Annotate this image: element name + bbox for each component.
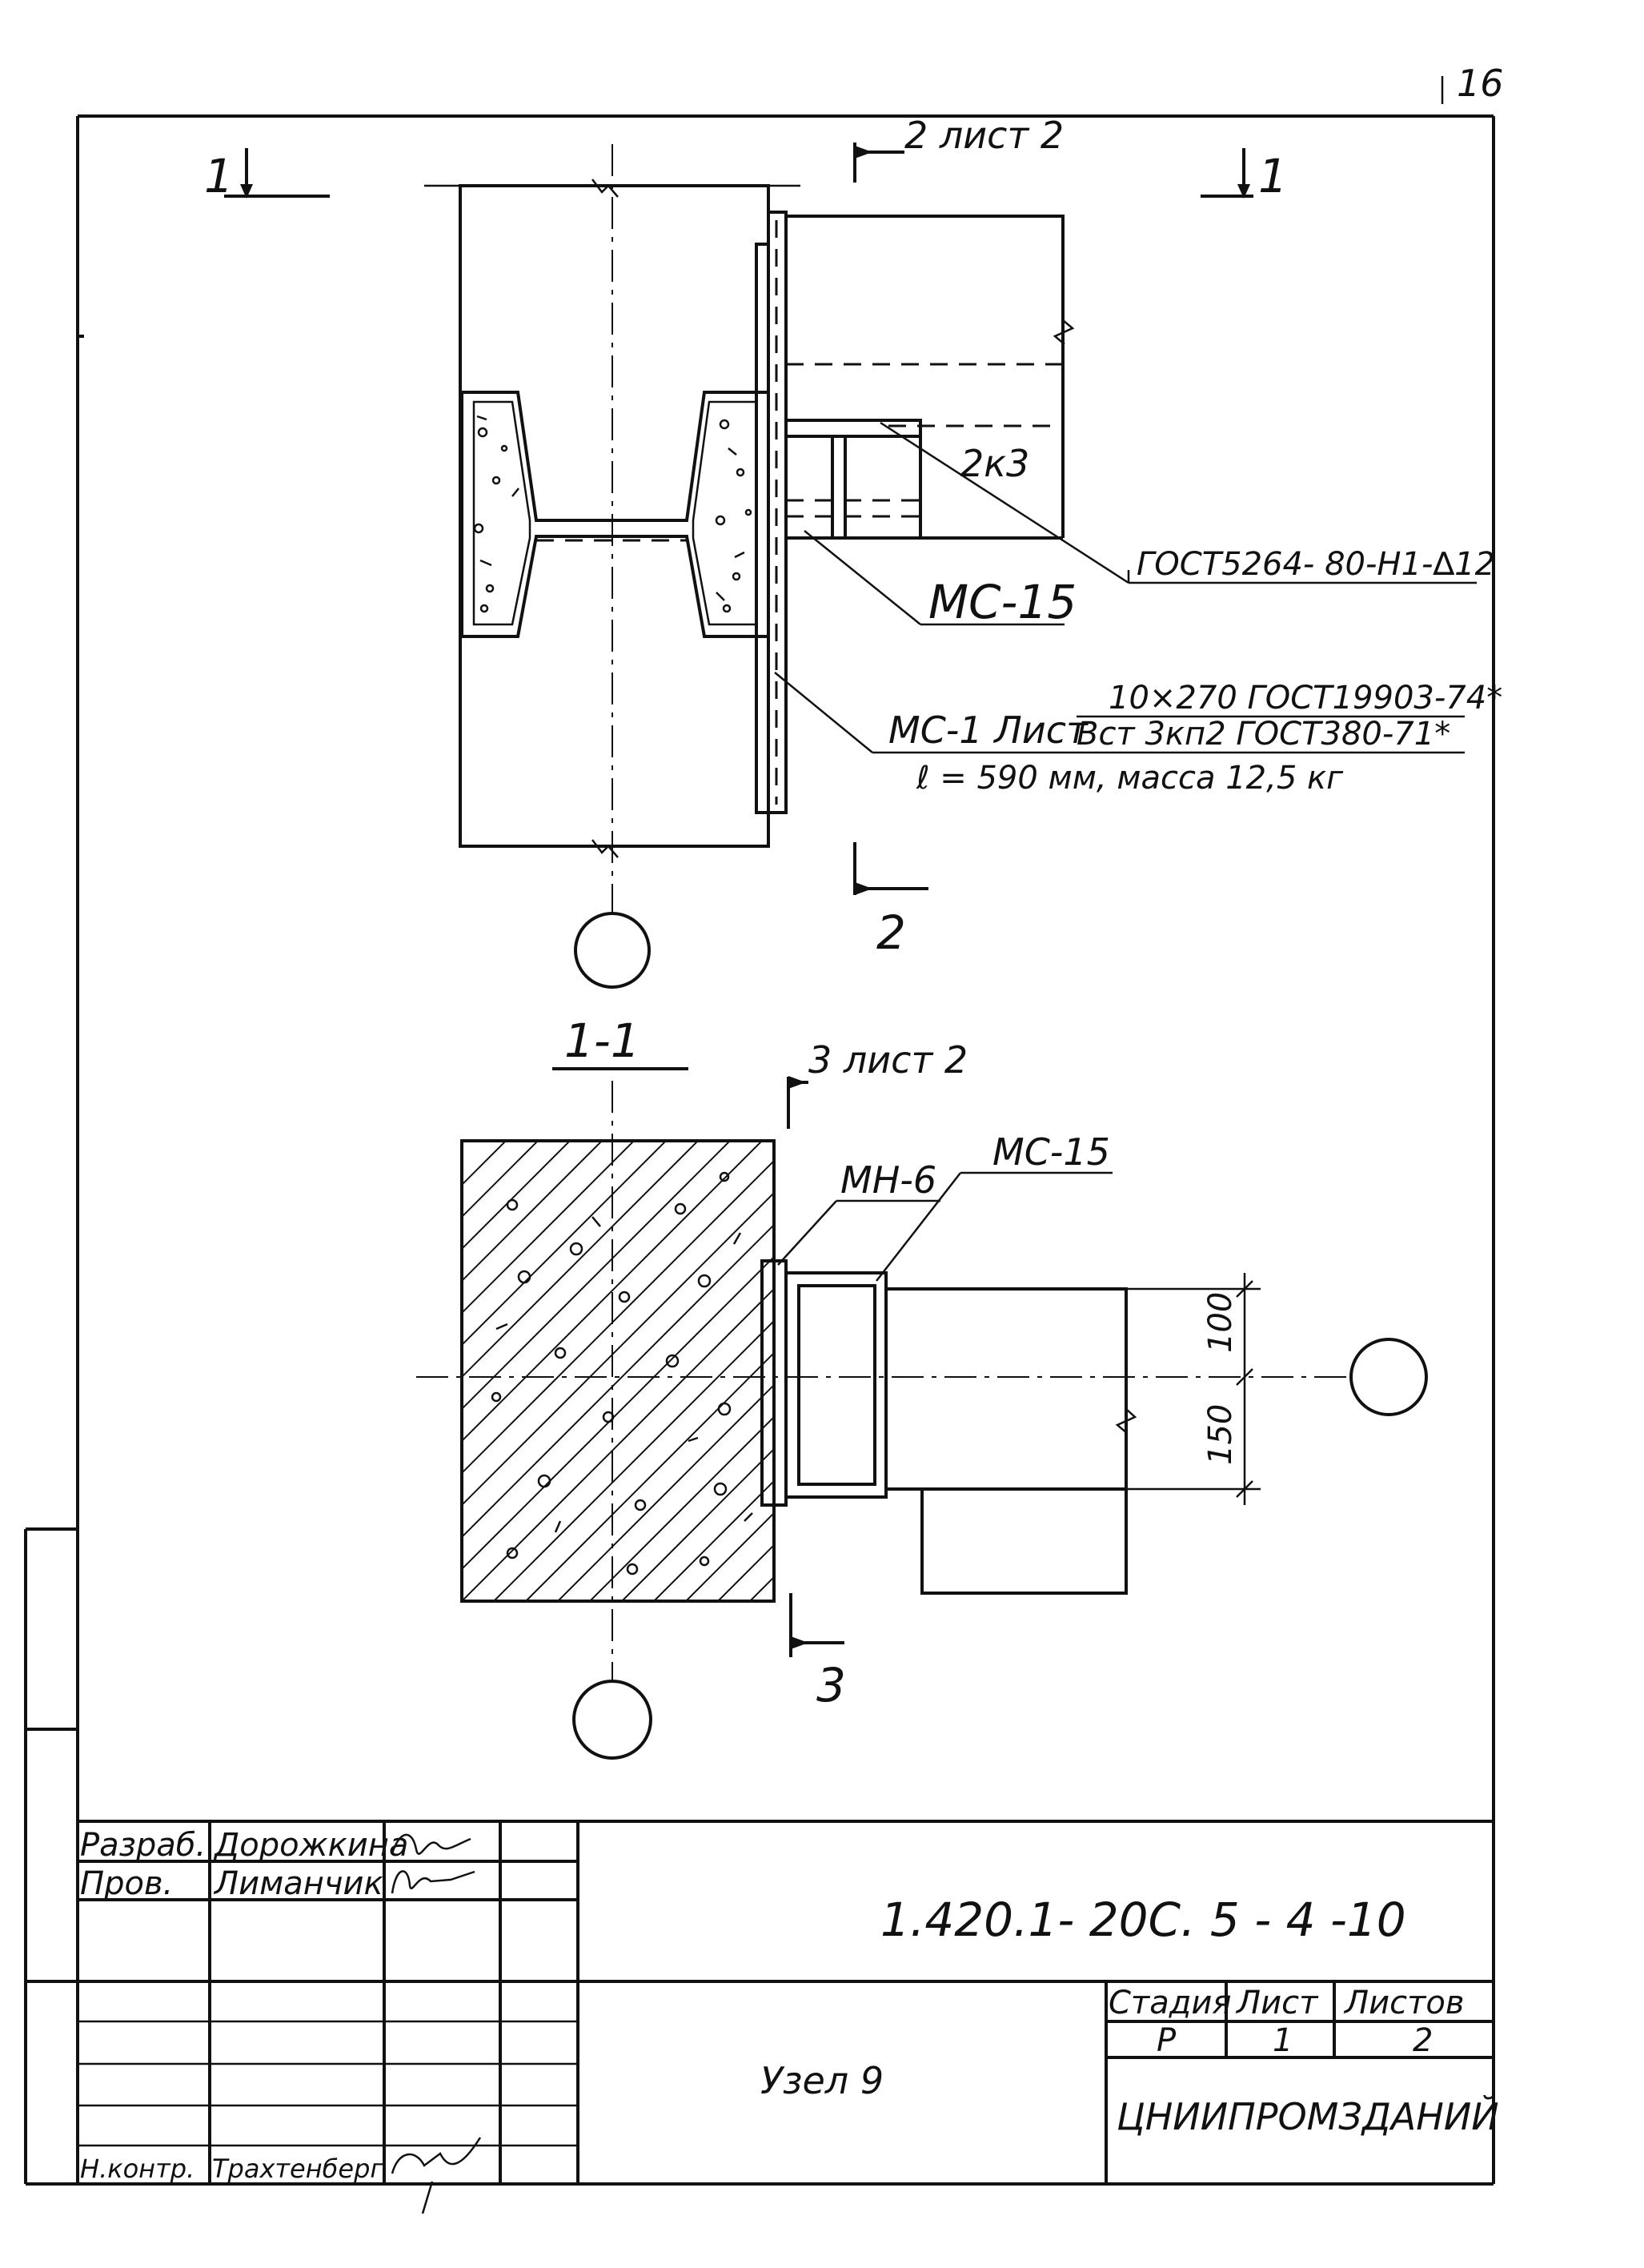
- name-norm: Трахтенберг: [212, 2154, 383, 2184]
- mn6-label: МН-6: [840, 1158, 936, 1202]
- weld-label: 2к3: [960, 442, 1029, 485]
- signature-check: [391, 1870, 475, 1894]
- signature-norm: [391, 2137, 482, 2214]
- stage-value: Р: [1157, 2022, 1177, 2059]
- organization: ЦНИИПРОМЗДАНИЙ: [1117, 2095, 1499, 2138]
- sheet-spec-bottom: Вст 3кп2 ГОСТ380-71*: [1077, 716, 1450, 753]
- section-mark-1-left-label: 1: [204, 149, 234, 203]
- section-mark-3-bottom-label: 3: [816, 1658, 846, 1712]
- plate-mn6-face: [772, 1259, 788, 1507]
- doc-code: 1.420.1- 20С. 5 - 4 -10: [880, 1893, 1406, 1947]
- sheet-value: 1: [1273, 2022, 1293, 2059]
- dimension-lines: 100 150: [1126, 1273, 1261, 1505]
- axis-bubble-bottom: [572, 1680, 652, 1760]
- plan-view: 1 1 2 лист 2: [204, 114, 1502, 989]
- section-mark-2-top-label: 2 лист 2: [904, 114, 1064, 157]
- stage-label: Стадия: [1109, 1985, 1231, 2021]
- mc15-bottom-callout: МС-15: [876, 1130, 1113, 1282]
- title-block: Разраб. Дорожкина Пров. Лиманчик Н.контр…: [26, 1820, 1499, 2214]
- bracket-mc15: [784, 419, 922, 540]
- sheets-value: 2: [1413, 2022, 1433, 2059]
- sheets-label: Листов: [1343, 1985, 1464, 2021]
- page-number: 16: [1457, 62, 1504, 105]
- sheet-spec-top: 10×270 ГОСТ19903-74*: [1109, 680, 1502, 717]
- plate-mc1: [755, 243, 770, 814]
- column-break-top: [591, 179, 619, 198]
- axis-bubble-top: [574, 912, 651, 989]
- section-1-1: 1-1 3 лист 2 3: [416, 1014, 1428, 1760]
- role-check: Пров.: [80, 1865, 173, 1902]
- weld-callout: 2к3 ГОСТ5264- 80-Н1-∆12: [880, 421, 1495, 584]
- section-mark-2-top: 2 лист 2: [853, 114, 1064, 183]
- section-mark-2-bottom: 2: [853, 842, 928, 960]
- section-mark-1-right: 1: [1201, 148, 1288, 203]
- drawing-frame: [76, 114, 1495, 2186]
- role-norm: Н.контр.: [80, 2154, 194, 2184]
- mn6-callout: МН-6: [777, 1158, 940, 1266]
- mc1-callout: МС-1 Лист 10×270 ГОСТ19903-74* Вст 3кп2 …: [774, 672, 1502, 797]
- dim-150: 150: [1202, 1404, 1239, 1465]
- gost-weld-label: ГОСТ5264- 80-Н1-∆12: [1137, 546, 1495, 583]
- mc1-label: МС-1 Лист: [888, 708, 1089, 752]
- signature-dev: [391, 1833, 471, 1855]
- concrete-column-section: [460, 1139, 776, 1603]
- sheet-label: Лист: [1235, 1985, 1319, 2021]
- dim-100: 100: [1202, 1292, 1239, 1353]
- column-break-bottom: [591, 839, 619, 858]
- mc15-bottom-label: МС-15: [992, 1130, 1110, 1174]
- mc15-top-label: МС-15: [928, 575, 1077, 629]
- beam-web-section: [920, 1487, 1128, 1595]
- section-mark-1-right-label: 1: [1258, 149, 1288, 203]
- name-dev: Дорожкина: [213, 1827, 408, 1864]
- beam-section: [886, 1287, 1128, 1491]
- axis-bubble-right: [1349, 1338, 1428, 1416]
- section-mark-3-bottom: 3: [789, 1593, 846, 1712]
- mc15-top-callout: МС-15: [804, 530, 1077, 629]
- plate-mn6: [760, 1259, 776, 1507]
- bracket-mc15-section: [784, 1271, 888, 1499]
- margin-stamp: [24, 1527, 78, 2186]
- section-title: 1-1: [564, 1014, 640, 1068]
- beam-outline: [786, 215, 1065, 538]
- node-title: Узел 9: [760, 2059, 884, 2102]
- section-mark-1-left: 1: [204, 148, 330, 203]
- role-dev: Разраб.: [80, 1827, 206, 1864]
- concrete-aggregate-top: [473, 415, 752, 613]
- name-check: Лиманчик: [213, 1865, 383, 1902]
- sheet-length-mass: ℓ = 590 мм, масса 12,5 кг: [916, 760, 1344, 797]
- section-mark-3-top-label: 3 лист 2: [808, 1038, 968, 1082]
- section-mark-3-top: 3 лист 2: [787, 1038, 968, 1129]
- section-mark-2-bottom-label: 2: [876, 905, 906, 960]
